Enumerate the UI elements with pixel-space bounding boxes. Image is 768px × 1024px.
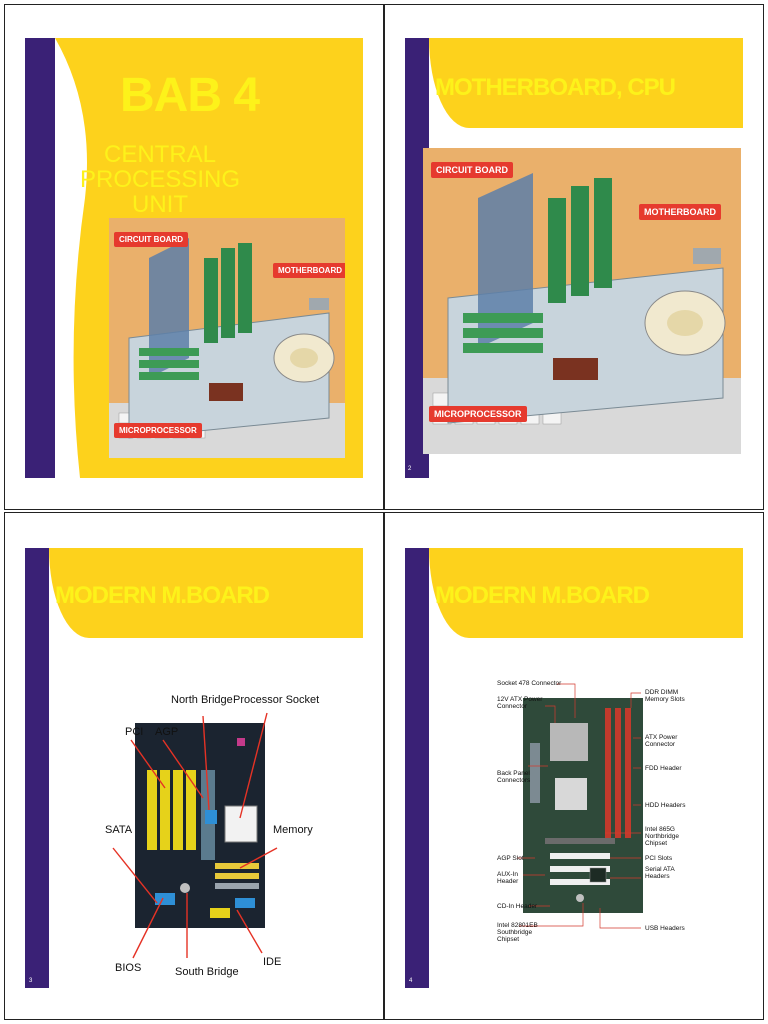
computer-illustration: CIRCUIT BOARD MOTHERBOARD MICROPROCESSOR — [109, 218, 345, 458]
slide-title: MOTHERBOARD, CPU — [435, 74, 676, 101]
label-socket-478: Socket 478 Connector — [497, 680, 562, 687]
label-ide: IDE — [263, 956, 282, 968]
computer-illustration-drawing — [109, 218, 345, 458]
callout-lines — [112, 712, 278, 959]
subtitle-line-2: PROCESSING UNIT — [79, 166, 241, 219]
page-cell-1: BAB 4 CENTRAL PROCESSING UNIT — [4, 4, 384, 510]
slide-subtitle: CENTRAL PROCESSING UNIT — [65, 142, 255, 218]
slide-accent-bar — [25, 548, 49, 988]
label-circuit-board: CIRCUIT BOARD — [114, 232, 188, 247]
slide-number: 4 — [409, 978, 413, 984]
motherboard-photo — [135, 723, 265, 928]
slide-accent-bar — [25, 38, 55, 478]
label-aux-in: AUX-In Header — [497, 871, 519, 886]
title-band — [429, 548, 743, 638]
subtitle-line-1: CENTRAL — [103, 141, 217, 168]
slide-title: MODERN M.BOARD — [55, 582, 270, 609]
label-north-bridge: North Bridge — [171, 694, 233, 706]
slide-4: MODERN M.BOARD — [405, 548, 743, 988]
page-cell-2: MOTHERBOARD, CPU — [384, 4, 764, 510]
title-band — [49, 548, 363, 638]
slide-title: BAB 4 — [120, 69, 260, 122]
title-band — [429, 38, 743, 128]
label-atx-power: ATX Power Connector — [645, 734, 678, 749]
label-circuit-board: CIRCUIT BOARD — [431, 162, 513, 178]
label-serial-ata: Serial ATA Headers — [645, 866, 675, 881]
label-motherboard: MOTHERBOARD — [639, 204, 721, 220]
slide-accent-bar — [405, 548, 429, 988]
label-12v-atx: 12V ATX Power Connector — [497, 696, 543, 711]
computer-illustration-drawing — [423, 148, 741, 454]
slide-number: 2 — [408, 466, 412, 472]
slide-number: 3 — [29, 978, 33, 984]
label-southbridge: Intel 82801EB Southbridge Chipset — [497, 922, 538, 944]
label-pci-slots: PCI Slots — [645, 855, 673, 862]
label-south-bridge: South Bridge — [175, 966, 239, 978]
slide-title: MODERN M.BOARD — [435, 582, 650, 609]
label-agp: AGP — [155, 726, 179, 738]
label-hdd-headers: HDD Headers — [645, 802, 686, 809]
label-pci: PCI — [125, 726, 144, 738]
label-memory: Memory — [273, 824, 313, 836]
label-ddr-dimm: DDR DIMM Memory Slots — [645, 689, 685, 704]
slide-3: MODERN M.BOARD — [25, 548, 363, 988]
label-microprocessor: MICROPROCESSOR — [429, 406, 527, 422]
label-microprocessor: MICROPROCESSOR — [114, 423, 202, 438]
label-usb-headers: USB Headers — [645, 925, 685, 932]
computer-illustration: CIRCUIT BOARD MOTHERBOARD MICROPROCESSOR — [423, 148, 741, 454]
page-cell-4: MODERN M.BOARD — [384, 512, 764, 1020]
label-sata: SATA — [105, 824, 133, 836]
label-bios: BIOS — [115, 962, 142, 974]
page-cell-3: MODERN M.BOARD — [4, 512, 384, 1020]
callout-lines — [517, 683, 641, 929]
label-motherboard: MOTHERBOARD — [273, 263, 345, 278]
slide-2: MOTHERBOARD, CPU — [405, 38, 743, 478]
motherboard-photo — [523, 698, 643, 913]
label-fdd-header: FDD Header — [645, 765, 682, 772]
label-agp-slot: AGP Slot — [497, 855, 524, 862]
slide-1: BAB 4 CENTRAL PROCESSING UNIT — [25, 38, 363, 478]
label-back-panel: Back Panel Connectors — [497, 770, 531, 785]
label-northbridge: Intel 865G Northbridge Chipset — [645, 826, 679, 848]
label-cd-in: CD-In Header — [497, 903, 538, 910]
label-processor-socket: Processor Socket — [233, 694, 320, 706]
